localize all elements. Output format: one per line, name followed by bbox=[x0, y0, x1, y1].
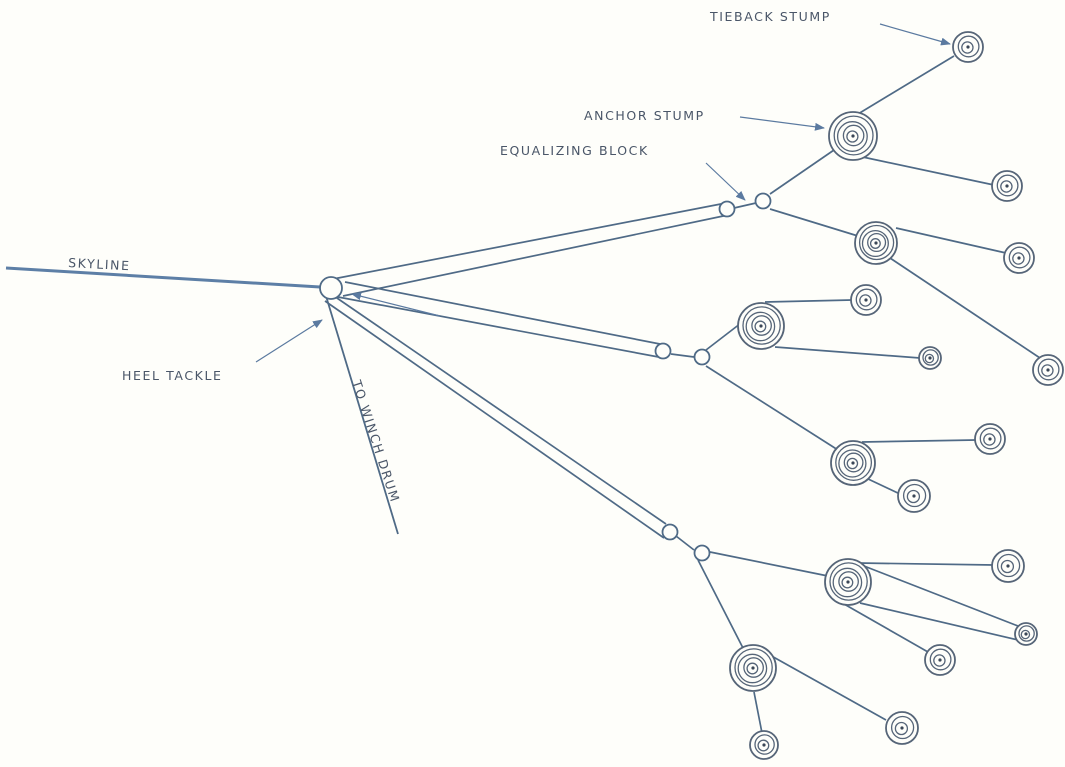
lower-loop-pulley bbox=[661, 523, 679, 541]
tieback-stump-top bbox=[952, 31, 984, 63]
upper-loop-top-line bbox=[332, 202, 727, 280]
upper-block-to-anchor-2 bbox=[769, 208, 859, 237]
upper-loop-bottom-line bbox=[342, 214, 729, 297]
heel-tackle-label: HEEL TACKLE bbox=[122, 368, 223, 383]
upper-block-link bbox=[733, 202, 757, 209]
anchor-stump-middle bbox=[737, 302, 785, 350]
lower-anchor-to-tieback-d bbox=[843, 603, 929, 653]
equalizing-block-label: EQUALIZING BLOCK bbox=[500, 143, 649, 158]
anchor-to-tieback-2 bbox=[857, 155, 995, 186]
tieback-stump-label: TIEBACK STUMP bbox=[709, 9, 831, 24]
tieback-stump-lower-right bbox=[991, 549, 1025, 583]
tieback-stump-far-right bbox=[1032, 354, 1064, 386]
equalizing-block-pointer bbox=[705, 162, 746, 201]
tieback-stump-mid-right bbox=[918, 346, 942, 370]
tieback-stump-lower-far bbox=[1014, 622, 1038, 646]
tieback-stump-upper-right bbox=[991, 170, 1023, 202]
middle-anchor-to-tieback-b bbox=[774, 346, 921, 359]
upper-equalizing-block bbox=[754, 192, 772, 210]
middle-equalizing-block bbox=[693, 348, 711, 366]
skyline-label: SKYLINE bbox=[68, 255, 131, 273]
lower-loop-top-line bbox=[333, 295, 667, 525]
lower-anchor-to-tieback-a bbox=[857, 562, 995, 566]
tieback-stump-lower-mid bbox=[924, 644, 956, 676]
tieback-stump-mid-small bbox=[850, 284, 882, 316]
winch-drum-line bbox=[325, 295, 399, 535]
middle-loop-top-line bbox=[344, 281, 661, 345]
anchor-stump-upper-2 bbox=[854, 221, 898, 265]
stumps bbox=[729, 31, 1064, 760]
anchor-stump-pointer bbox=[739, 116, 825, 131]
skyline-cable bbox=[5, 266, 321, 289]
lower-anchor-2-to-tieback-a bbox=[767, 653, 887, 721]
middle-block-link bbox=[670, 353, 695, 358]
middle-anchor-to-tieback-a bbox=[764, 299, 853, 303]
anchor-stump-lower bbox=[824, 558, 872, 606]
tieback-stump-lower-bottom bbox=[885, 711, 919, 745]
lower-block-to-anchor bbox=[709, 551, 829, 577]
tieback-stump-upper-right-2 bbox=[1003, 242, 1035, 274]
anchor-to-tieback bbox=[857, 55, 955, 115]
heel-tackle-block bbox=[319, 276, 343, 300]
anchor-2-to-tieback-a bbox=[895, 227, 1007, 254]
tieback-stump-bottom bbox=[749, 730, 779, 760]
lower-block-link bbox=[675, 535, 695, 551]
lower-anchor-to-tieback-c bbox=[859, 602, 1019, 641]
middle-block-to-anchor-2 bbox=[705, 365, 839, 451]
lower-anchor-to-tieback-b bbox=[863, 565, 1019, 627]
winch-drum-label: TO WINCH DRUM bbox=[349, 377, 403, 504]
lower-loop-bottom-line bbox=[324, 300, 665, 539]
middle-anchor-2-to-tieback-b bbox=[865, 477, 903, 496]
lower-anchor-2-to-tieback-b bbox=[753, 691, 763, 734]
upper-block-to-anchor bbox=[769, 149, 835, 195]
pointer-arrows bbox=[255, 23, 951, 363]
lower-block-to-anchor-2 bbox=[697, 559, 745, 651]
middle-loop-pulley bbox=[654, 342, 672, 360]
lower-equalizing-block bbox=[693, 544, 711, 562]
tieback-stump-mid-bottom bbox=[897, 479, 931, 513]
tieback-stump-mid-lower bbox=[974, 423, 1006, 455]
anchor-2-to-tieback-b bbox=[889, 257, 1041, 359]
blocks bbox=[319, 192, 772, 562]
middle-anchor-2-to-tieback-a bbox=[861, 439, 977, 443]
tieback-stump-pointer bbox=[879, 23, 951, 46]
upper-loop-pulley bbox=[718, 200, 736, 218]
middle-loop-bottom-line bbox=[337, 296, 665, 359]
anchor-stump-lower-2 bbox=[729, 644, 777, 692]
inner-pointer bbox=[351, 292, 441, 317]
anchor-stump-label: ANCHOR STUMP bbox=[584, 108, 705, 123]
guyline-cables bbox=[324, 55, 1041, 734]
heel-tackle-pointer bbox=[255, 319, 323, 363]
anchor-stump-upper bbox=[828, 111, 878, 161]
anchor-stump-middle-2 bbox=[830, 440, 876, 486]
